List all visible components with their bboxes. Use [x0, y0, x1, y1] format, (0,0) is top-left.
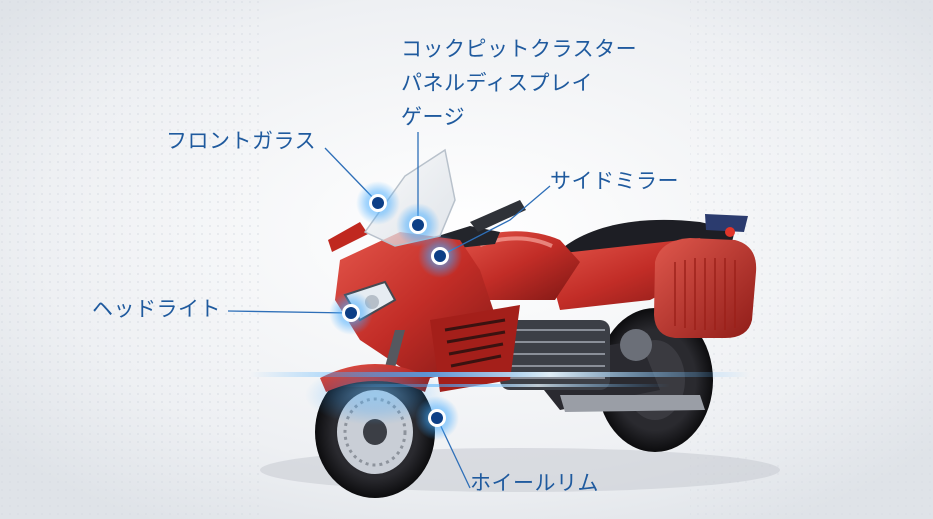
- wheel-rim-hotspot[interactable]: [415, 396, 459, 440]
- side-mirror-leader-line: [439, 185, 551, 257]
- windscreen-label: フロントガラス: [166, 129, 317, 153]
- fuel-tank: [455, 231, 580, 300]
- cockpit-label-line2: パネルディスプレイ: [401, 71, 594, 95]
- headlight-label: ヘッドライト: [92, 297, 221, 321]
- cockpit-label-line1: コックピットクラスター: [401, 37, 638, 61]
- side-mirror-hotspot[interactable]: [418, 234, 462, 278]
- wheel-rim-label: ホイールリム: [470, 471, 599, 495]
- windscreen-hotspot[interactable]: [356, 181, 400, 225]
- cockpit-hotspot[interactable]: [396, 203, 440, 247]
- cockpit-label-line3: ゲージ: [401, 105, 466, 129]
- side-mirror: [470, 200, 526, 232]
- headlight-hotspot[interactable]: [329, 291, 373, 335]
- side-mirror-label: サイドミラー: [550, 169, 679, 193]
- light-streak: [250, 372, 750, 377]
- motorcycle: [315, 148, 757, 498]
